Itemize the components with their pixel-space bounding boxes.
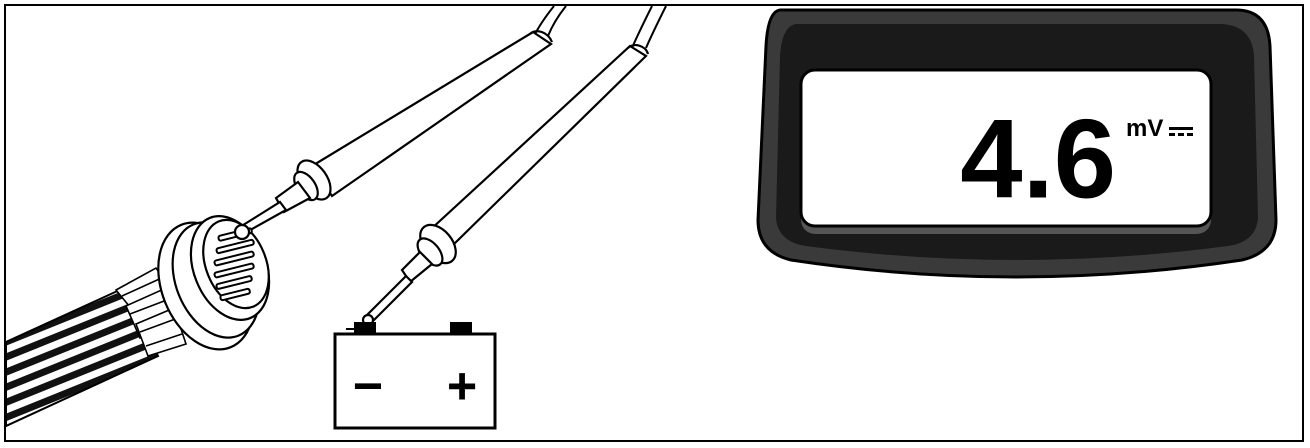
battery-negative-label: − bbox=[353, 358, 383, 416]
dc-symbol-icon bbox=[1169, 127, 1193, 136]
lower-test-probe bbox=[361, 44, 650, 327]
battery-positive-label: + bbox=[447, 358, 477, 416]
diagram-frame: − + 4.6 mV bbox=[4, 4, 1304, 442]
upper-test-probe bbox=[230, 30, 554, 240]
battery-positive-terminal bbox=[450, 322, 472, 334]
battery: − + bbox=[333, 322, 497, 430]
diagram-canvas: − + 4.6 mV bbox=[6, 6, 1278, 430]
battery-body bbox=[333, 332, 497, 430]
round-connector bbox=[157, 215, 271, 351]
probe-wires bbox=[533, 6, 667, 49]
meter-unit: mV bbox=[1126, 115, 1163, 142]
wiring-harness-conduit bbox=[6, 266, 188, 428]
meter-reading: 4.6 bbox=[960, 97, 1116, 222]
battery-negative-terminal bbox=[354, 322, 376, 334]
display-screen bbox=[799, 68, 1213, 228]
multimeter-display: 4.6 mV bbox=[756, 8, 1278, 279]
